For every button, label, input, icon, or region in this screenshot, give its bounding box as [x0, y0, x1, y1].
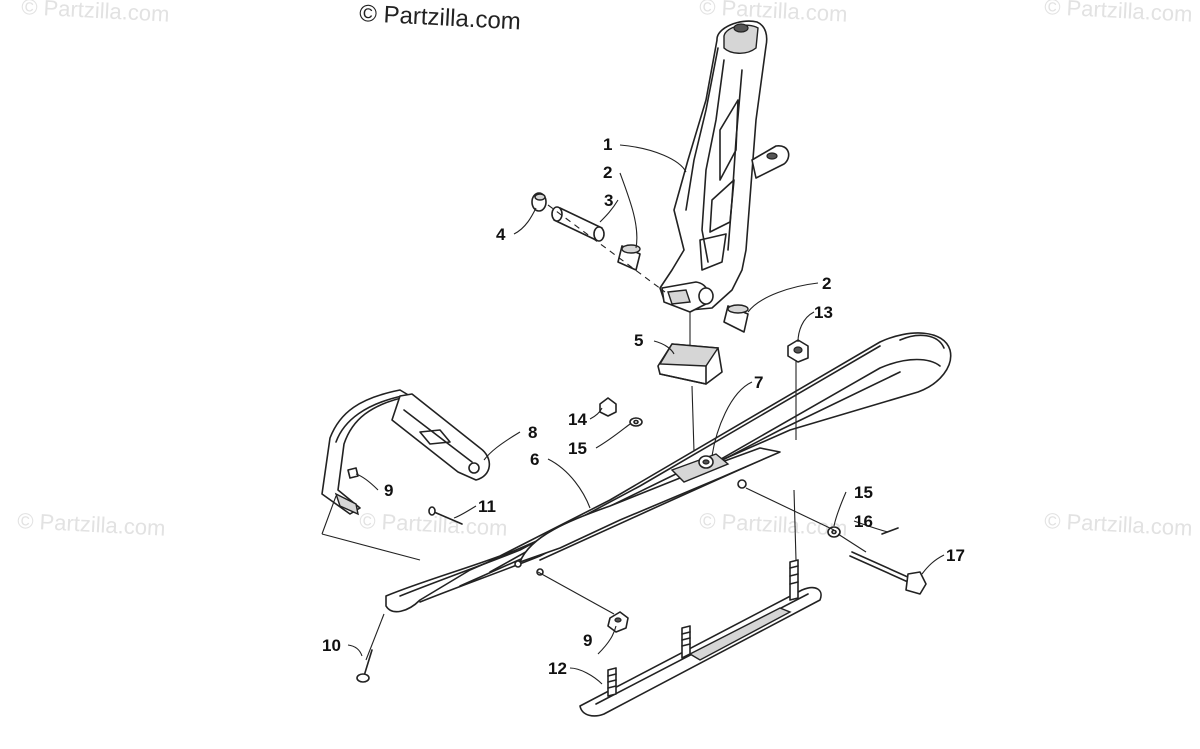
callout-4: 4 [496, 225, 506, 244]
callout-7: 7 [754, 373, 763, 392]
callout-2: 2 [822, 274, 831, 293]
callout-15: 15 [568, 439, 587, 458]
ski-icon [385, 332, 952, 613]
callout-5: 5 [634, 331, 643, 350]
rivet-icon [356, 649, 373, 683]
callout-3: 3 [604, 191, 613, 210]
callout-12: 12 [548, 659, 567, 678]
cotter-pin-icon [881, 527, 899, 535]
washer-icon [827, 526, 841, 538]
nut-icon [607, 611, 629, 633]
callout-10: 10 [322, 636, 341, 655]
callout-6: 6 [530, 450, 539, 469]
washer-icon [531, 192, 547, 212]
callout-9: 9 [384, 481, 393, 500]
ski-loop-icon [321, 389, 491, 516]
callout-13: 13 [814, 303, 833, 322]
rivet-icon [428, 506, 463, 525]
callout-14: 14 [568, 410, 587, 429]
carbide-runner-icon [579, 559, 822, 717]
washer-icon [629, 417, 643, 427]
spindle-icon [659, 20, 790, 313]
callout-11: 11 [478, 497, 496, 516]
nut-icon [787, 339, 809, 363]
bushing-icon [617, 244, 641, 271]
callout-17: 17 [946, 546, 965, 565]
nut-icon [698, 455, 714, 469]
nut-icon [599, 397, 617, 417]
callout-8: 8 [528, 423, 537, 442]
callout-1: 1 [603, 135, 612, 154]
callout-16: 16 [854, 512, 873, 531]
bushing-icon [723, 304, 749, 333]
rubber-block-icon [657, 343, 723, 385]
nut-icon [347, 467, 359, 479]
sleeve-icon [551, 206, 605, 242]
callout-2: 2 [603, 163, 612, 182]
callout-15: 15 [854, 483, 873, 502]
callout-9: 9 [583, 631, 592, 650]
bolt-icon [849, 551, 927, 595]
